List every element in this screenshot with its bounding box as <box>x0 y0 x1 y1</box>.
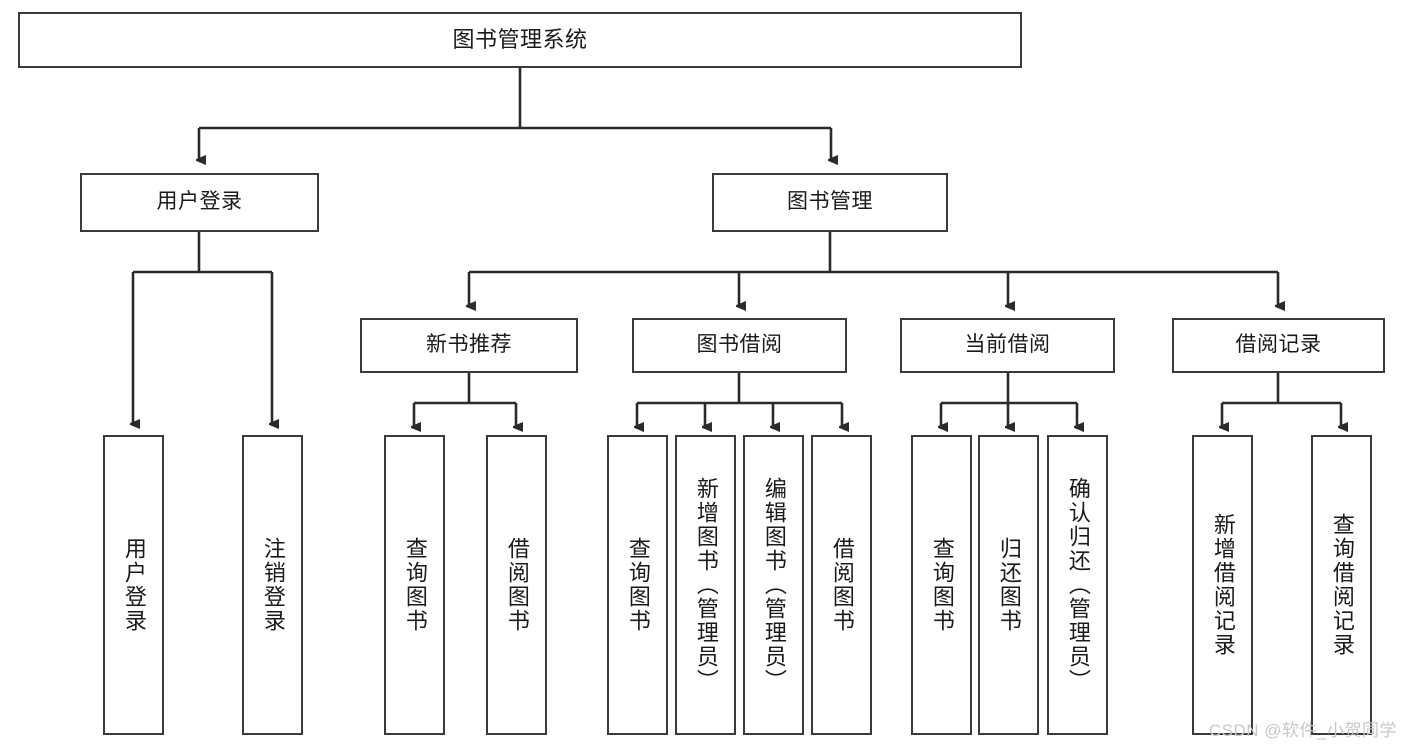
node-label: 新增图书（管理员） <box>693 477 719 693</box>
node-label: 借阅记录 <box>1235 333 1322 357</box>
node-book-management[interactable]: 图书管理 <box>712 173 948 232</box>
leaf-borrow-books[interactable]: 借阅图书 <box>811 435 872 735</box>
node-label: 借阅图书 <box>504 537 530 633</box>
leaf-query-books-borrow[interactable]: 查询图书 <box>607 435 668 735</box>
node-label: 查询图书 <box>625 537 651 633</box>
node-label: 用户登录 <box>121 537 147 633</box>
leaf-user-login[interactable]: 用户登录 <box>103 435 164 735</box>
node-label: 查询借阅记录 <box>1329 513 1355 657</box>
leaf-borrow-books-new[interactable]: 借阅图书 <box>486 435 547 735</box>
node-label: 确认归还（管理员） <box>1065 477 1091 693</box>
node-label: 归还图书 <box>996 537 1022 633</box>
node-label: 新增借阅记录 <box>1210 513 1236 657</box>
node-label: 查询图书 <box>929 537 955 633</box>
node-label: 查询图书 <box>402 537 428 633</box>
node-label: 图书借阅 <box>696 333 783 357</box>
leaf-edit-book-admin[interactable]: 编辑图书（管理员） <box>743 435 804 735</box>
node-label: 新书推荐 <box>426 333 512 357</box>
leaf-confirm-return-admin[interactable]: 确认归还（管理员） <box>1047 435 1108 735</box>
node-root-book-management-system[interactable]: 图书管理系统 <box>18 12 1022 68</box>
node-label: 图书管理系统 <box>452 27 588 53</box>
node-borrowing-records[interactable]: 借阅记录 <box>1172 318 1385 373</box>
node-label: 图书管理 <box>787 190 873 214</box>
leaf-query-books-current[interactable]: 查询图书 <box>911 435 972 735</box>
node-label: 用户登录 <box>156 190 243 214</box>
leaf-query-borrow-record[interactable]: 查询借阅记录 <box>1311 435 1372 735</box>
node-label: 借阅图书 <box>829 537 855 633</box>
node-user-login[interactable]: 用户登录 <box>80 173 319 232</box>
leaf-add-borrow-record[interactable]: 新增借阅记录 <box>1192 435 1253 735</box>
node-book-borrowing[interactable]: 图书借阅 <box>632 318 847 373</box>
leaf-add-book-admin[interactable]: 新增图书（管理员） <box>675 435 736 735</box>
leaf-query-books-new[interactable]: 查询图书 <box>384 435 445 735</box>
node-label: 编辑图书（管理员） <box>761 477 787 693</box>
node-label: 当前借阅 <box>964 333 1051 357</box>
watermark-text: CSDN @软件_小贺同学 <box>1208 721 1397 740</box>
node-current-borrowing[interactable]: 当前借阅 <box>900 318 1115 373</box>
leaf-logout[interactable]: 注销登录 <box>242 435 303 735</box>
node-new-book-recommendation[interactable]: 新书推荐 <box>360 318 578 373</box>
node-label: 注销登录 <box>260 537 286 633</box>
leaf-return-books[interactable]: 归还图书 <box>978 435 1039 735</box>
